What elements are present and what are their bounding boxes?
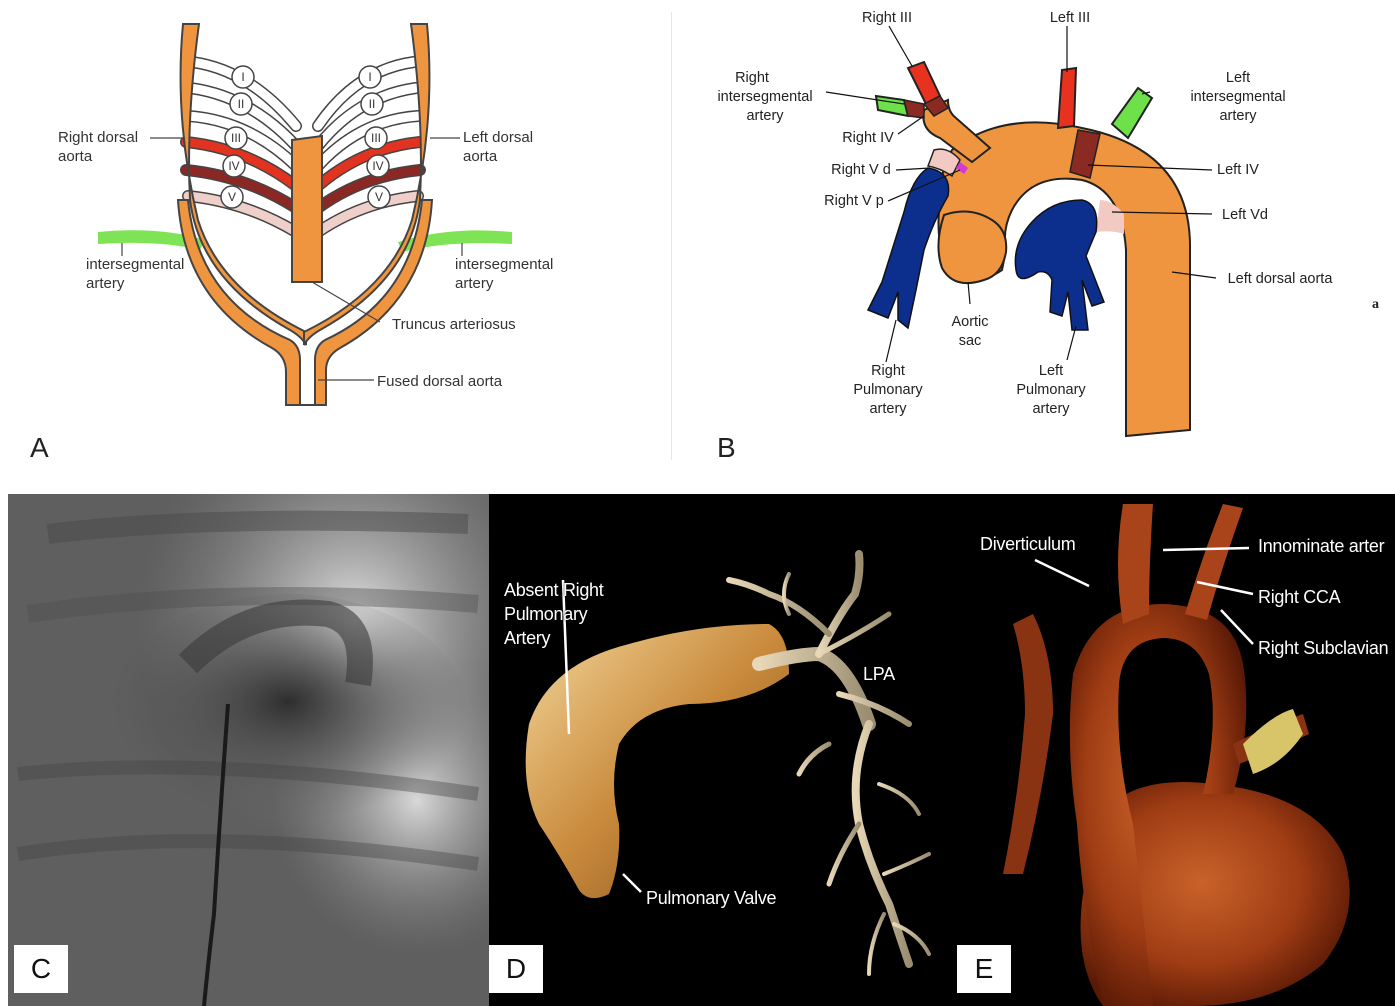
panel-b: Right III Left III Right intersegmental … bbox=[672, 0, 1395, 480]
carotid-branch bbox=[1185, 504, 1243, 620]
right-intersegmental-shape bbox=[876, 96, 908, 116]
label-absent-right-pa-3: Artery bbox=[504, 628, 550, 649]
label-left-dorsal-aorta-1: Left dorsal bbox=[463, 129, 533, 146]
label-aortic-sac-1: Aortic bbox=[951, 314, 988, 330]
label-innominate-artery: Innominate arter bbox=[1258, 536, 1384, 557]
roman-i-left: I bbox=[241, 70, 244, 84]
label-left-pa-2: Pulmonary bbox=[1016, 382, 1086, 398]
label-intersegmental-left-1: intersegmental bbox=[86, 256, 184, 273]
roman-v-right: V bbox=[375, 190, 383, 204]
label-right-iii: Right III bbox=[862, 10, 912, 26]
label-left-pa-1: Left bbox=[1039, 363, 1063, 379]
panel-a: I II III IV V I II III IV V Right dorsal… bbox=[0, 0, 670, 480]
label-intersegmental-left-2: artery bbox=[86, 275, 125, 292]
panel-c: C bbox=[8, 494, 489, 1006]
label-left-iii: Left III bbox=[1050, 10, 1090, 26]
roman-iv-right: IV bbox=[372, 159, 383, 173]
panel-c-letter: C bbox=[14, 945, 68, 993]
roman-iv-left: IV bbox=[228, 159, 239, 173]
label-diverticulum: Diverticulum bbox=[980, 534, 1075, 555]
roman-i-right: I bbox=[368, 70, 371, 84]
label-right-subclavian: Right Subclavian bbox=[1258, 638, 1388, 659]
label-right-dorsal-aorta-2: aorta bbox=[58, 148, 93, 165]
label-intersegmental-right-1: intersegmental bbox=[455, 256, 553, 273]
label-left-interseg-2: intersegmental bbox=[1190, 89, 1285, 105]
label-right-interseg-2: intersegmental bbox=[717, 89, 812, 105]
panel-b-letter: B bbox=[717, 432, 736, 464]
label-right-vd: Right V d bbox=[831, 162, 891, 178]
label-absent-right-pa-2: Pulmonary bbox=[504, 604, 587, 625]
panel-a-letter: A bbox=[30, 432, 49, 464]
truncus-arteriosus-shape bbox=[292, 136, 322, 282]
corner-mark: a bbox=[1372, 297, 1379, 312]
panel-e: Diverticulum Innominate arter Right CCA … bbox=[953, 494, 1395, 1006]
panel-b-diagram: Right III Left III Right intersegmental … bbox=[672, 0, 1395, 480]
roman-ii-left: II bbox=[238, 97, 245, 111]
label-pulmonary-valve: Pulmonary Valve bbox=[646, 888, 776, 909]
roman-ii-right: II bbox=[369, 97, 376, 111]
label-left-dorsal-aorta-2: aorta bbox=[463, 148, 498, 165]
roman-iii-left: III bbox=[231, 131, 241, 145]
left-iii-shape bbox=[1058, 68, 1076, 128]
pulmonary-3d-render bbox=[489, 494, 953, 1006]
left-pulmonary-shape bbox=[1015, 200, 1104, 330]
label-right-interseg-1: Right bbox=[735, 70, 769, 86]
label-left-pa-3: artery bbox=[1032, 401, 1070, 417]
xray-image bbox=[8, 494, 489, 1006]
calcified-structure bbox=[1243, 709, 1303, 774]
panel-d-letter: D bbox=[489, 945, 543, 993]
label-right-interseg-3: artery bbox=[746, 108, 784, 124]
label-left-iv: Left IV bbox=[1217, 162, 1259, 178]
roman-iii-right: III bbox=[371, 131, 381, 145]
label-lpa: LPA bbox=[863, 664, 895, 685]
label-right-pa-3: artery bbox=[869, 401, 907, 417]
label-left-interseg-3: artery bbox=[1219, 108, 1257, 124]
label-aortic-sac-2: sac bbox=[959, 333, 982, 349]
innominate-branch bbox=[1118, 504, 1153, 624]
panel-d: Absent Right Pulmonary Artery LPA Pulmon… bbox=[489, 494, 953, 1006]
label-left-dorsal-aorta: Left dorsal aorta bbox=[1228, 271, 1334, 287]
label-right-cca: Right CCA bbox=[1258, 587, 1340, 608]
aortic-sac-shape bbox=[938, 211, 1006, 283]
label-right-vp: Right V p bbox=[824, 193, 884, 209]
label-intersegmental-right-2: artery bbox=[455, 275, 494, 292]
left-side-vessels bbox=[1003, 614, 1053, 874]
label-fused-dorsal-aorta: Fused dorsal aorta bbox=[377, 373, 503, 390]
roman-v-left: V bbox=[228, 190, 236, 204]
label-right-dorsal-aorta-1: Right dorsal bbox=[58, 129, 138, 146]
label-right-pa-2: Pulmonary bbox=[853, 382, 923, 398]
label-right-pa-1: Right bbox=[871, 363, 905, 379]
aorta-3d-render bbox=[953, 494, 1395, 1006]
valve-pointer bbox=[623, 874, 641, 892]
label-left-interseg-1: Left bbox=[1226, 70, 1250, 86]
lpa-branches bbox=[729, 554, 929, 974]
label-left-vd: Left Vd bbox=[1222, 207, 1268, 223]
label-truncus-arteriosus: Truncus arteriosus bbox=[392, 316, 516, 333]
panel-a-diagram: I II III IV V I II III IV V Right dorsal… bbox=[0, 0, 670, 480]
label-right-iv: Right IV bbox=[842, 130, 894, 146]
label-absent-right-pa-1: Absent Right bbox=[504, 580, 603, 601]
left-intersegmental-shape bbox=[1112, 88, 1152, 138]
panel-e-letter: E bbox=[957, 945, 1011, 993]
